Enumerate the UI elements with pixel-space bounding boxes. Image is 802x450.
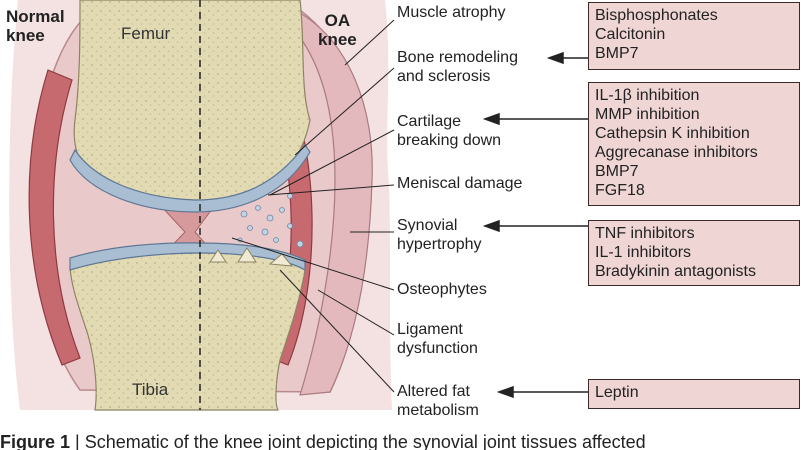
cartilage-debris — [237, 193, 304, 248]
figure-label: Figure 1 — [0, 432, 71, 450]
label-osteophytes: Osteophytes — [397, 281, 487, 298]
femur-label: Femur — [121, 24, 171, 43]
arrows — [482, 51, 588, 399]
left-muscle — [28, 69, 81, 366]
osteophytes-shape — [209, 247, 294, 267]
fat-drugs-box: Leptin — [588, 379, 800, 409]
femur-cartilage — [69, 143, 311, 213]
label-meniscal-damage: Meniscal damage — [397, 175, 523, 192]
label-muscle-atrophy: Muscle atrophy — [397, 4, 506, 21]
figure-caption: Figure 1 | Schematic of the knee joint d… — [0, 430, 802, 450]
caption-text: | Schematic of the knee joint depicting … — [70, 432, 646, 450]
tibia-label: Tibia — [132, 380, 169, 399]
pointer-lines — [231, 19, 395, 393]
swollen-synovium — [278, 9, 373, 396]
